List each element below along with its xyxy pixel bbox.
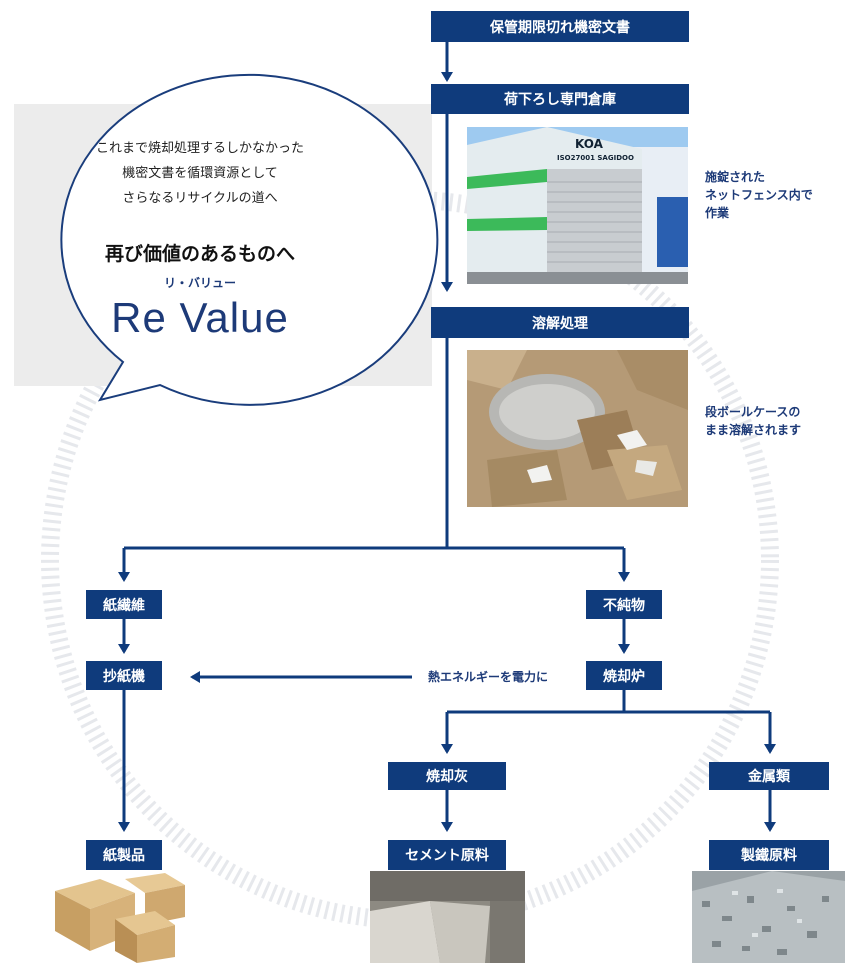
dissolving-photo — [467, 350, 688, 507]
cement-material-photo — [370, 871, 525, 963]
warehouse-sign-logo: KOA — [575, 137, 603, 151]
incineration-ash-box: 焼却灰 — [388, 762, 506, 790]
warehouse-sign-text: ISO27001 SAGIDOO — [557, 154, 634, 162]
paper-products-photo — [45, 871, 203, 963]
intro-line-1: これまで焼却処理するしかなかった — [95, 141, 304, 156]
steel-material-photo — [692, 871, 845, 963]
incinerator-box: 焼却炉 — [586, 661, 662, 690]
energy-label: 熱エネルギーを電力に — [428, 670, 549, 684]
confidential-documents-box: 保管期限切れ機密文書 — [431, 11, 689, 42]
warehouse-note-line-2: ネットフェンス内で — [705, 188, 813, 202]
intro-headline: 再び価値のあるものへ — [104, 243, 295, 265]
paper-products-box: 紙製品 — [86, 840, 162, 870]
paper-fiber-box: 紙繊維 — [86, 590, 162, 619]
intro-brand: Re Value — [111, 294, 289, 341]
metals-box: 金属類 — [709, 762, 829, 790]
dissolve-process-box: 溶解処理 — [431, 307, 689, 338]
steel-material-box: 製鐵原料 — [709, 840, 829, 870]
dissolve-note-line-1: 段ボールケースの — [705, 405, 801, 419]
intro-line-2: 機密文書を循環資源として — [122, 166, 278, 181]
warehouse-box: 荷下ろし専門倉庫 — [431, 84, 689, 114]
warehouse-note-line-3: 作業 — [705, 206, 730, 220]
cement-material-box: セメント原料 — [388, 840, 506, 870]
paper-machine-box: 抄紙機 — [86, 661, 162, 690]
impurity-box: 不純物 — [586, 590, 662, 619]
warehouse-note-line-1: 施錠された — [705, 170, 766, 184]
warehouse-photo: KOA ISO27001 SAGIDOO — [467, 127, 688, 284]
dissolve-note-line-2: まま溶解されます — [705, 423, 802, 437]
intro-ruby: リ・バリュー — [163, 276, 236, 290]
intro-line-3: さらなるリサイクルの道へ — [122, 191, 278, 206]
